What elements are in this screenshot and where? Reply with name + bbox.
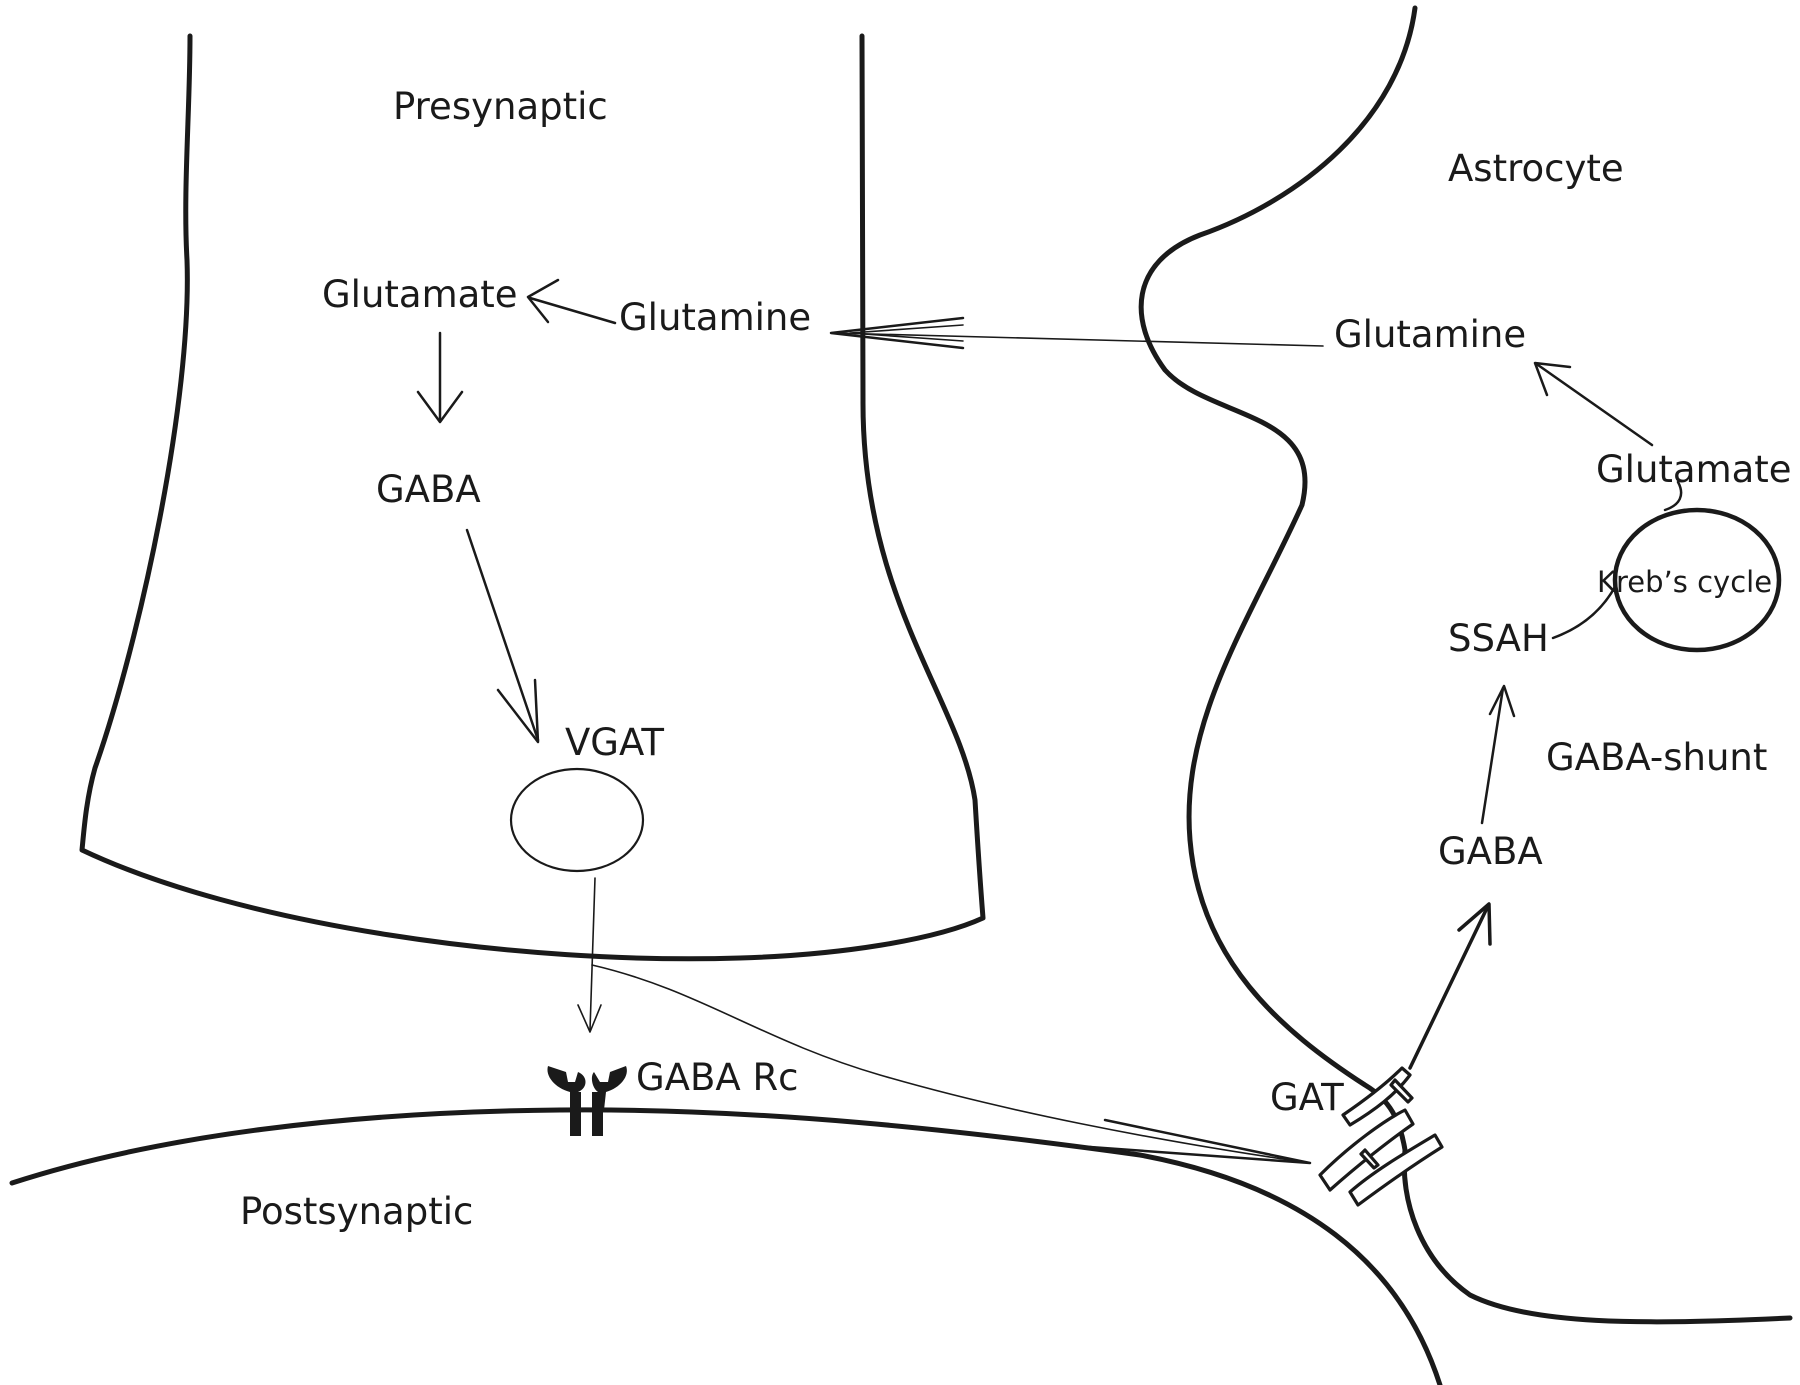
ssah-to-krebs-connector [1551, 583, 1618, 640]
postsynaptic-membrane [9, 1107, 1443, 1385]
astrocyte-gaba-label: GABA [1438, 830, 1543, 873]
gat-label: GAT [1270, 1076, 1344, 1119]
ssah-label: SSAH [1448, 617, 1549, 660]
cleft-to-gat-arrow [591, 964, 1312, 1165]
krebs-to-glutamate-connector [1663, 480, 1683, 512]
krebs-cycle-circle [1612, 507, 1782, 653]
astrocyte-glutamate-label: Glutamate [1596, 448, 1792, 491]
vgat-vesicle [509, 767, 645, 873]
astrocyte-glutamate-to-glutamine-arrow [1533, 361, 1654, 447]
gat-transporter-icon [1318, 1066, 1444, 1207]
astrocyte-label: Astrocyte [1448, 147, 1624, 190]
gaba-receptor-icon [547, 1066, 627, 1136]
gaba-to-vgat-arrow [465, 528, 540, 744]
presynaptic-glutamate-label: Glutamate [322, 273, 518, 316]
presynaptic-gaba-label: GABA [376, 468, 481, 511]
gat-to-astrocyte-gaba-arrow [1408, 902, 1492, 1070]
astrocyte-membrane [1138, 5, 1793, 1325]
gaba-shunt-label: GABA-shunt [1546, 736, 1767, 779]
presynaptic-membrane [79, 33, 986, 962]
gaba-receptor-label: GABA Rc [636, 1056, 799, 1099]
glutamate-to-gaba-arrow [416, 331, 464, 424]
krebs-cycle-label: Kreb’s cycle [1597, 565, 1772, 599]
vgat-label: VGAT [565, 721, 664, 764]
presynaptic-label: Presynaptic [393, 85, 608, 128]
astrocyte-to-presynaptic-glutamine-arrow [829, 316, 1324, 350]
astrocyte-glutamine-label: Glutamine [1334, 313, 1526, 356]
postsynaptic-label: Postsynaptic [240, 1190, 473, 1233]
vesicle-to-receptor-arrow [577, 877, 602, 1033]
presynaptic-glutamine-label: Glutamine [619, 296, 811, 339]
astrocyte-gaba-to-ssah-arrow [1480, 684, 1516, 825]
glutamine-to-glutamate-arrow [526, 278, 617, 325]
